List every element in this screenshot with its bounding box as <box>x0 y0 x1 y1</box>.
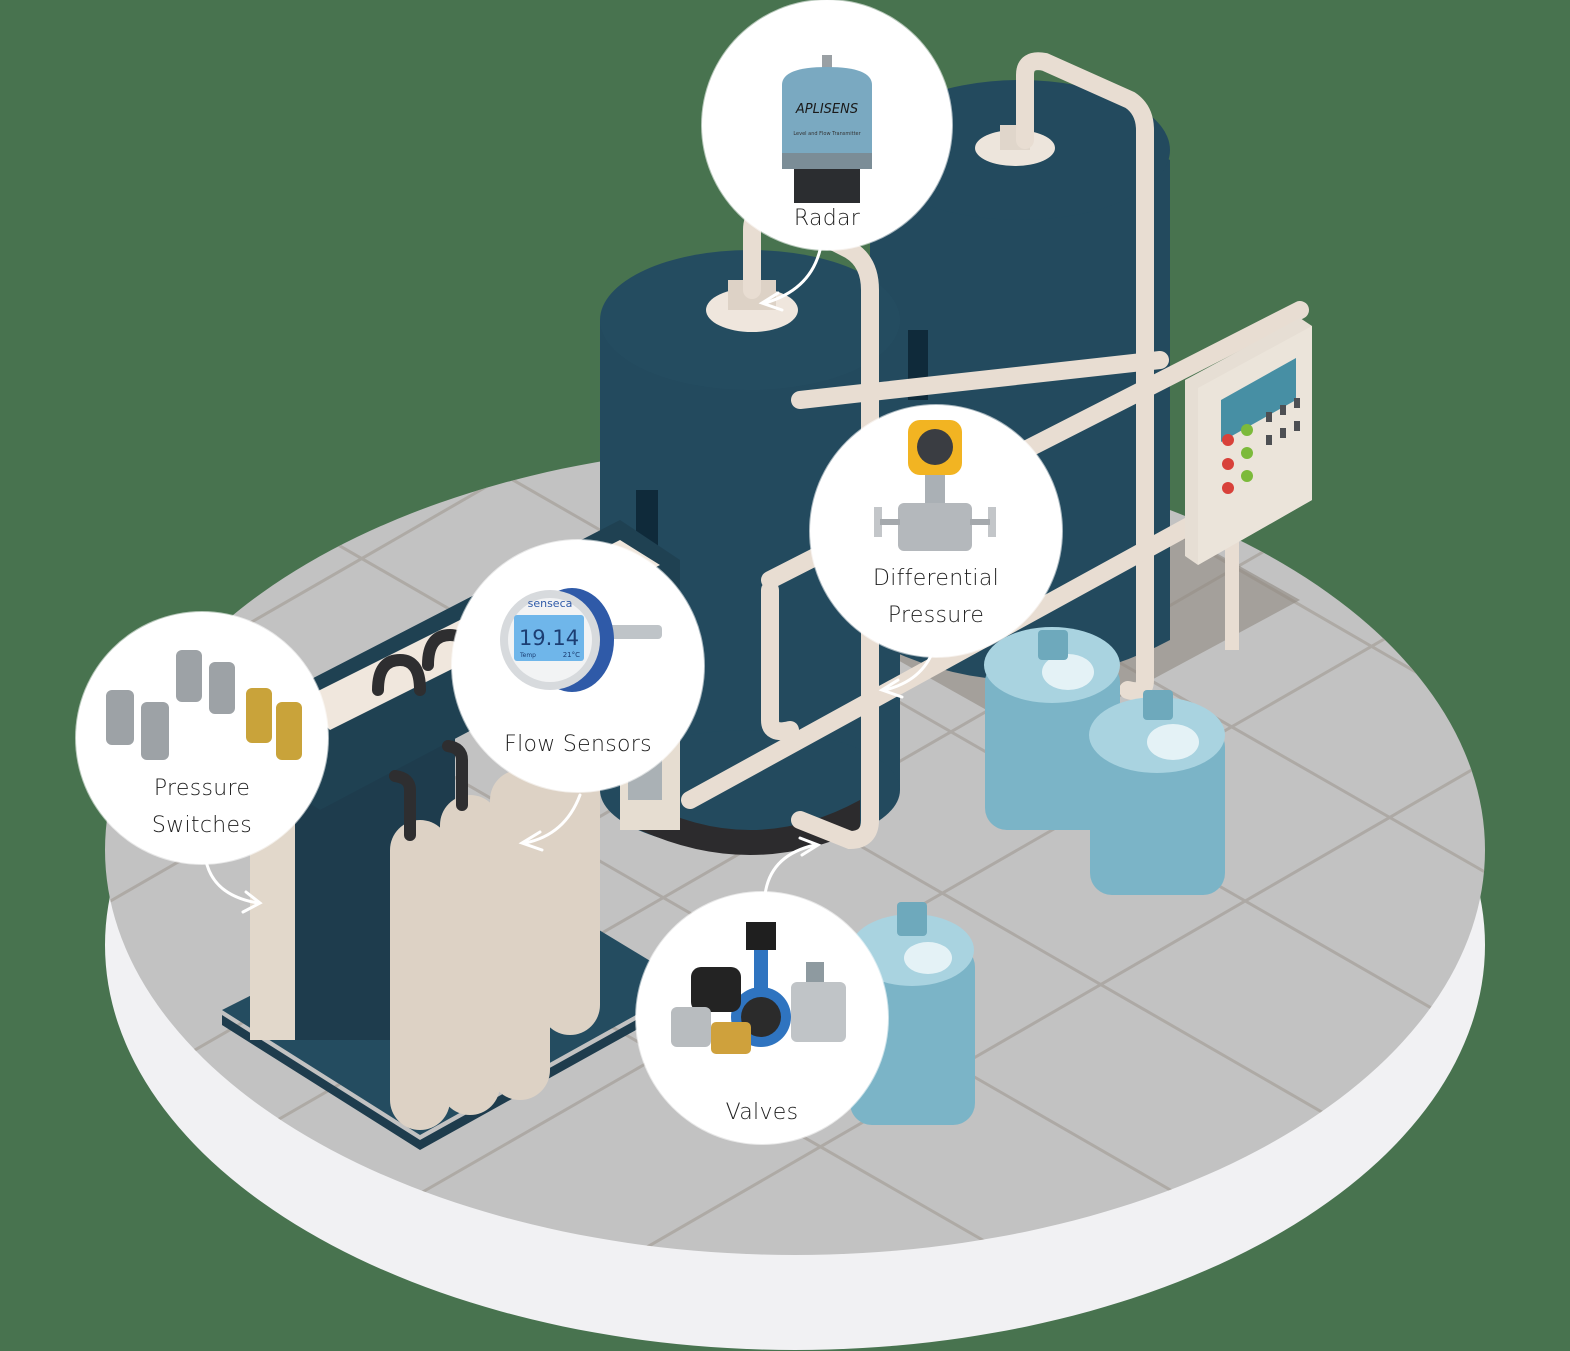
flow-sensor-brand: senseca <box>528 597 573 610</box>
flow-sensor-display-sub: Temp <box>519 652 536 659</box>
callout-radar-label: Radar <box>793 206 861 231</box>
radar-brand: APLISENS <box>795 102 858 117</box>
callout-valves-label: Valves <box>725 1100 799 1125</box>
radar-level-transmitter-image: APLISENS Level and Flow Transmitter <box>782 55 872 203</box>
control-panel <box>1185 318 1312 650</box>
flow-sensor-display-value: 19.14 <box>519 626 579 650</box>
callout-pressure-switches[interactable]: Pressure Switches <box>76 612 328 864</box>
callout-radar[interactable]: APLISENS Level and Flow Transmitter Rada… <box>702 0 952 250</box>
water-bottle-2 <box>1089 690 1225 895</box>
callout-differential-pressure-label-line2: Pressure <box>887 603 985 628</box>
callout-pressure-switches-label-line2: Switches <box>151 813 253 838</box>
flow-sensor-display-temp: 21°C <box>563 651 580 659</box>
callout-differential-pressure-label-line1: Differential <box>872 566 1000 591</box>
callout-flow-sensors-label: Flow Sensors <box>504 732 652 757</box>
callout-flow-sensors[interactable]: senseca 19.14 Temp 21°C Flow Sensors <box>452 540 704 792</box>
callout-pressure-switches-label-line1: Pressure <box>153 776 251 801</box>
pressure-switches-image <box>106 650 302 760</box>
valves-image <box>671 922 846 1054</box>
callout-valves[interactable]: Valves <box>636 892 888 1144</box>
radar-caption: Level and Flow Transmitter <box>793 131 861 137</box>
water-bottle-1 <box>984 627 1120 830</box>
flow-sensor-image: senseca 19.14 Temp 21°C <box>500 588 662 692</box>
differential-pressure-transmitter-image <box>874 420 996 551</box>
callout-differential-pressure[interactable]: Differential Pressure <box>810 405 1062 657</box>
